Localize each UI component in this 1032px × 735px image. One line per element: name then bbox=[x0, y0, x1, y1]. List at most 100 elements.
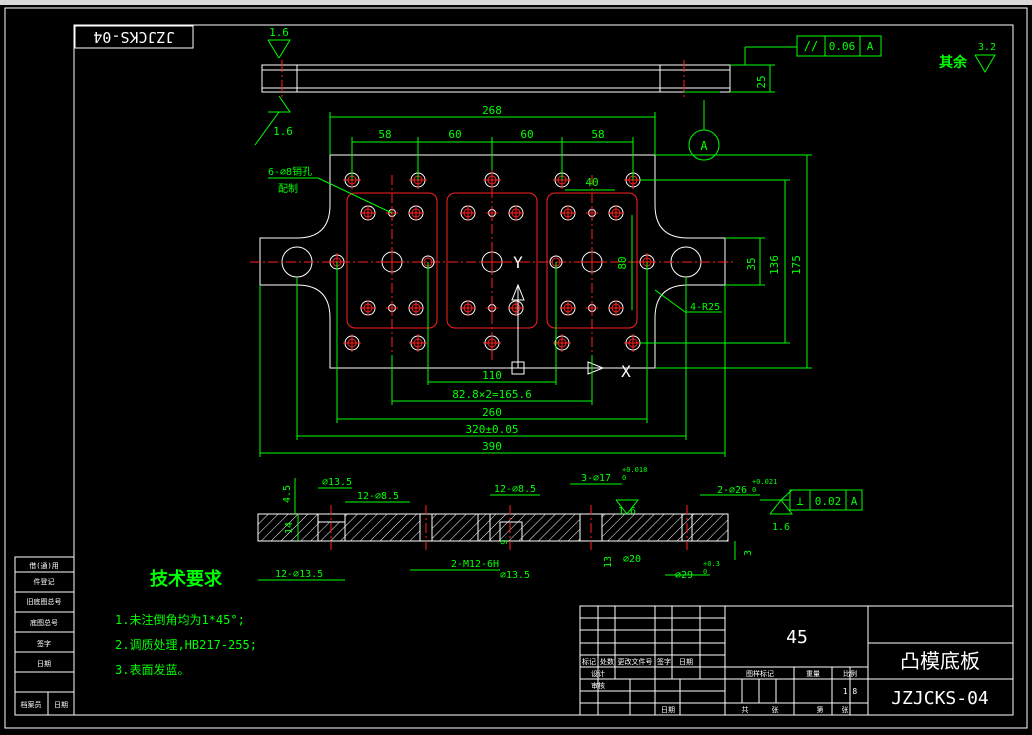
dim-12-13-5: 12-⌀13.5 bbox=[275, 569, 323, 580]
dim-3-17-tol-up: +0.018 bbox=[622, 466, 647, 474]
hole-center-mark bbox=[360, 205, 376, 221]
dim-58-left: 58 bbox=[378, 128, 391, 141]
dim-2-26: 2-⌀26 bbox=[717, 485, 747, 496]
title-row-label: 更改文件号 bbox=[618, 657, 653, 666]
tech-req-title: 技术要求 bbox=[150, 568, 223, 590]
strip-row-4: 底图总号 bbox=[30, 618, 58, 627]
dim-3-17-tol-lo: 0 bbox=[622, 474, 626, 482]
dim-58-right: 58 bbox=[591, 128, 604, 141]
plan-hole-group bbox=[328, 171, 656, 352]
axis-y-label: Y bbox=[513, 253, 523, 272]
title-row-label: 日期 bbox=[679, 658, 693, 666]
dim-110: 110 bbox=[482, 369, 502, 382]
dim-320: 320±0.05 bbox=[466, 423, 519, 436]
dim-2-26-tol-lo: 0 bbox=[752, 486, 756, 494]
hole-center-mark bbox=[460, 205, 476, 221]
dim-268: 268 bbox=[482, 104, 502, 117]
sign-label-design: 设计 bbox=[591, 669, 605, 678]
title-block-grid: 标记处数更改文件号签字日期设计审核日期 bbox=[580, 606, 725, 715]
top-view: 25 // 0.06 A A 1.6 1.6 bbox=[254, 26, 882, 161]
hole-center-mark bbox=[379, 249, 405, 275]
parallelism-datum: A bbox=[867, 40, 874, 53]
hole-center-mark bbox=[483, 171, 501, 189]
parallelism-value: 0.06 bbox=[829, 40, 856, 53]
dim-80: 80 bbox=[616, 256, 629, 269]
dim-12-8-5b: 12-⌀8.5 bbox=[494, 484, 536, 495]
strip-row-3: 旧底图总号 bbox=[27, 597, 62, 606]
roughness-section-left-icon bbox=[615, 499, 640, 515]
bottom-label-date: 日期 bbox=[661, 706, 675, 714]
bottom-label-no: 第 bbox=[817, 705, 824, 714]
roughness-bottom-icon bbox=[268, 95, 291, 113]
dim-20: ⌀20 bbox=[623, 554, 641, 565]
roughness-others-label: 其余 bbox=[939, 54, 968, 71]
bottom-label-total: 共 bbox=[742, 705, 749, 714]
hole-center-mark bbox=[508, 205, 524, 221]
strip-bottom-1: 档案员 bbox=[21, 700, 42, 709]
hole-center-mark bbox=[408, 205, 424, 221]
dim-14: 14 bbox=[284, 522, 295, 534]
title-row-label: 标记 bbox=[582, 657, 596, 666]
tech-req-item-1: 1.未注倒角均为1*45°; bbox=[115, 612, 245, 627]
strip-row-6: 日期 bbox=[37, 660, 51, 668]
roughness-bottom-value: 1.6 bbox=[273, 125, 293, 138]
perpendicularity-datum: A bbox=[851, 495, 858, 508]
strip-row-1: 借(通)用 bbox=[29, 561, 58, 570]
note-pin-hole: 6-⌀8销孔 bbox=[268, 165, 312, 178]
tech-req-item-3: 3.表面发蓝。 bbox=[115, 662, 189, 677]
roughness-others: 其余 3.2 bbox=[939, 42, 996, 73]
window-toolbar-strip bbox=[0, 0, 1032, 5]
section-view: 4.5 ⌀13.5 12-⌀8.5 14 12-⌀13.5 2-M12-6H ⌀… bbox=[257, 466, 863, 581]
strip-row-5: 签字 bbox=[37, 639, 51, 648]
axis-x-label: X bbox=[621, 362, 631, 381]
note-pin-hole-2: 配制 bbox=[278, 182, 298, 195]
dim-40: 40 bbox=[585, 176, 598, 189]
title-row-label: 处数 bbox=[600, 657, 614, 666]
drawing-number: JZJCKS-04 bbox=[891, 688, 989, 709]
roughness-others-icon bbox=[974, 54, 996, 73]
axis-y-arrow-icon bbox=[511, 283, 525, 301]
hole-center-mark bbox=[508, 300, 524, 316]
hole-center-mark bbox=[460, 300, 476, 316]
dim-175: 175 bbox=[790, 255, 803, 275]
hole-center-mark bbox=[624, 334, 642, 352]
tech-req-item-2: 2.调质处理,HB217-255; bbox=[115, 638, 257, 652]
left-strip-table: 借(通)用 件登记 旧底图总号 底图总号 签字 日期 档案员 日期 bbox=[14, 556, 75, 716]
roughness-section-right: 1.6 bbox=[772, 522, 790, 533]
hole-center-mark bbox=[608, 205, 624, 221]
dim-60-right: 60 bbox=[520, 128, 533, 141]
dim-390: 390 bbox=[482, 440, 502, 453]
roughness-section-left: 1.6 bbox=[618, 506, 636, 517]
stage-label-1: 图样标记 bbox=[746, 669, 774, 678]
bottom-label-sheet-1: 张 bbox=[772, 705, 779, 714]
hole-center-mark bbox=[586, 302, 598, 314]
roughness-top-value: 1.6 bbox=[269, 26, 289, 39]
sign-label-review: 审核 bbox=[591, 681, 605, 690]
strip-row-2: 件登记 bbox=[34, 577, 55, 586]
dim-13-5-top: ⌀13.5 bbox=[322, 477, 352, 488]
material-value: 45 bbox=[786, 627, 808, 648]
hole-center-mark bbox=[409, 334, 427, 352]
dim-60-left: 60 bbox=[448, 128, 461, 141]
datum-a-circle bbox=[688, 129, 720, 161]
datum-a-label: A bbox=[700, 139, 708, 153]
part-name: 凸模底板 bbox=[900, 649, 980, 673]
stage-label-2: 重量 bbox=[806, 670, 820, 678]
hole-center-mark bbox=[560, 205, 576, 221]
perpendicularity-symbol: ⊥ bbox=[796, 494, 803, 508]
dim-3-17: 3-⌀17 bbox=[581, 473, 611, 484]
stage-label-3: 比例 bbox=[843, 669, 857, 678]
hole-center-mark bbox=[579, 249, 605, 275]
plan-view: Y X 268 58 60 60 58 40 136 175 35 80 bbox=[250, 104, 812, 457]
roughness-top-icon bbox=[268, 39, 291, 59]
dim-29-tol-lo: 0 bbox=[703, 568, 707, 576]
hole-center-mark bbox=[343, 334, 361, 352]
dim-thickness-25: 25 bbox=[755, 75, 768, 88]
sheet-inner-border bbox=[73, 24, 1014, 716]
title-row-label: 签字 bbox=[657, 657, 671, 666]
dim-m12: 2-M12-6H bbox=[451, 559, 499, 570]
mirrored-code-text: JZJCKS-04 bbox=[93, 28, 174, 46]
hole-center-mark bbox=[486, 207, 498, 219]
hole-center-mark bbox=[483, 334, 501, 352]
